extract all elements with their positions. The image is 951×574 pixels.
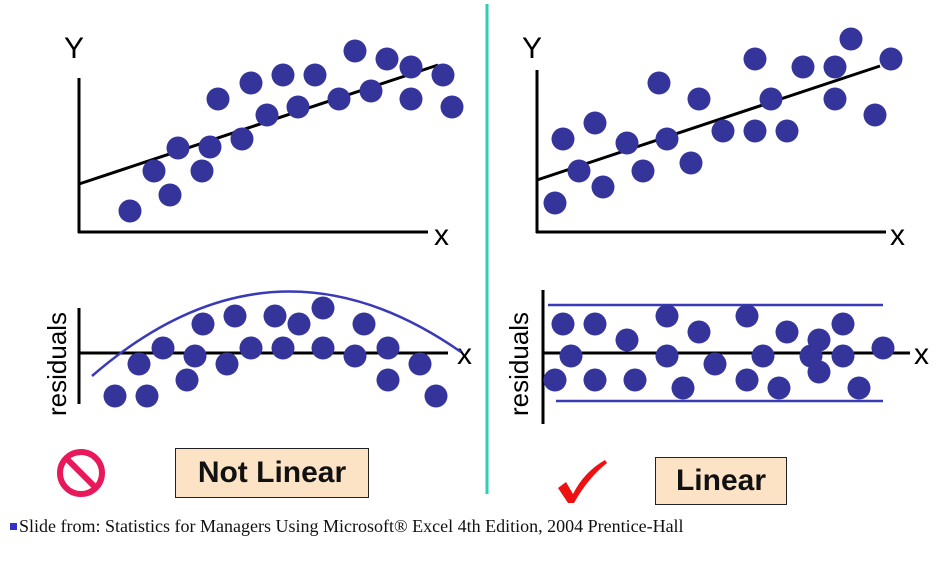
- prohibited-sign-icon: [57, 449, 105, 497]
- checkmark-icon: [558, 460, 607, 503]
- left-residual-axis-label: residuals: [42, 312, 72, 416]
- right-y-axis-label: Y: [522, 32, 542, 65]
- right-x-axis-label: x: [890, 219, 905, 252]
- left-residual-curve: [91, 290, 462, 377]
- right-scatter-axes: [535, 70, 886, 234]
- left-residual-dots: [103, 296, 448, 408]
- not-linear-label: Not Linear: [175, 448, 369, 498]
- footer-text: Slide from: Statistics for Managers Usin…: [19, 516, 684, 536]
- right-residual-axis-label: residuals: [504, 312, 534, 416]
- left-residual-x-label: x: [457, 338, 472, 371]
- left-scatter-dots: [118, 39, 464, 223]
- right-fit-line: [536, 64, 881, 182]
- slide-footer: Slide from: Statistics for Managers Usin…: [10, 516, 684, 537]
- bullet-icon: [10, 523, 17, 530]
- right-residual-x-label: x: [914, 338, 929, 371]
- left-scatter-axes: [77, 78, 428, 234]
- linear-label: Linear: [655, 457, 787, 505]
- left-x-axis-label: x: [434, 219, 449, 252]
- right-scatter-dots: [543, 27, 903, 215]
- right-residual-dots: [543, 304, 895, 400]
- left-y-axis-label: Y: [64, 32, 84, 65]
